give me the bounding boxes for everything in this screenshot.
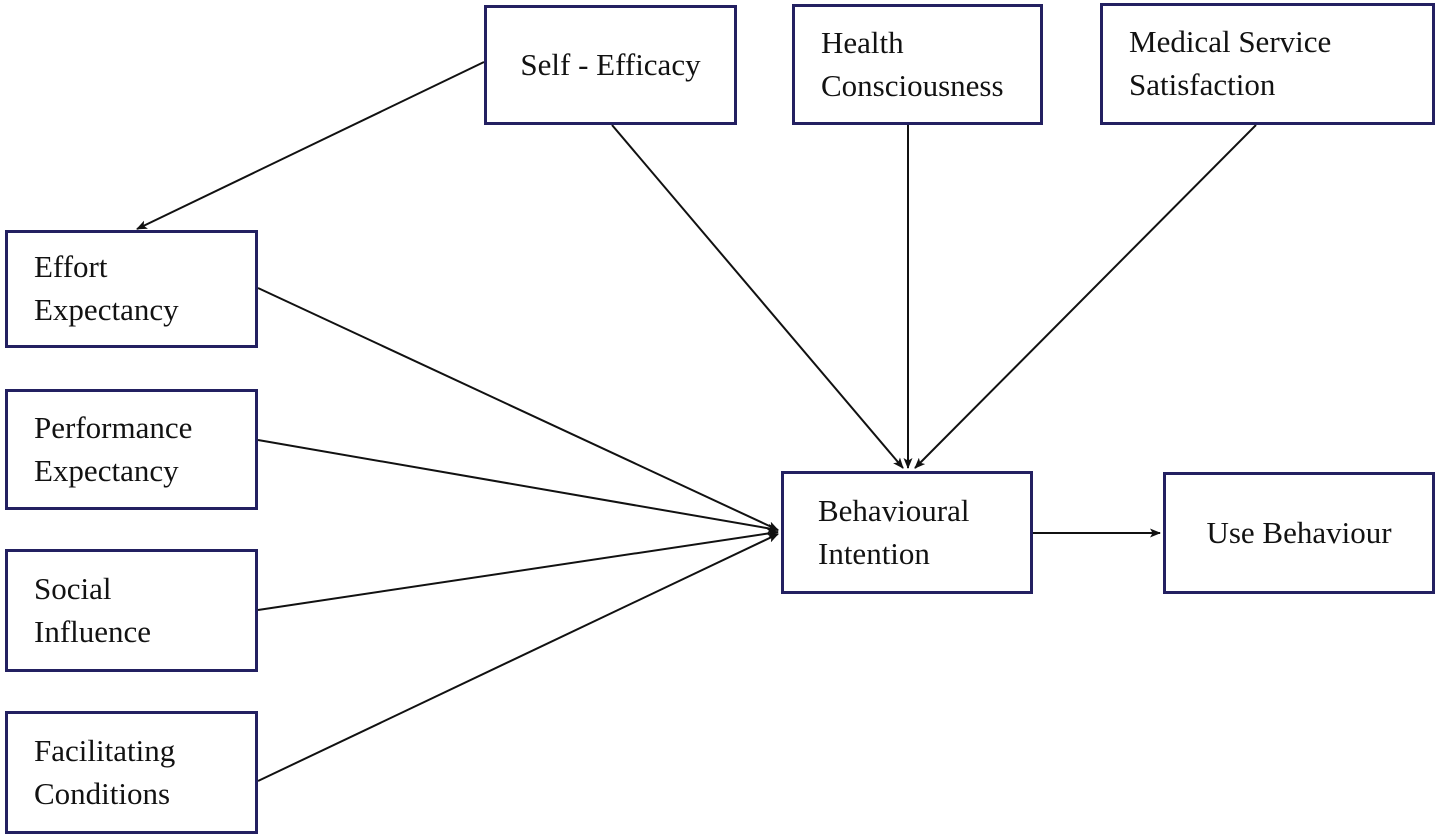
edge-social-influence-to-behavioural-intention: [257, 529, 779, 611]
node-facilitating-conditions[interactable]: Facilitating Conditions: [5, 711, 258, 834]
edge-self-efficacy-to-effort-expectancy: [136, 61, 485, 230]
node-behavioural-intention[interactable]: Behavioural Intention: [781, 471, 1033, 594]
node-label-use-behaviour: Use Behaviour: [1206, 514, 1392, 550]
node-performance-expectancy[interactable]: Performance Expectancy: [5, 389, 258, 510]
node-effort-expectancy[interactable]: Effort Expectancy: [5, 230, 258, 348]
node-label-medical-service-satisfaction: Medical Service Satisfaction: [1129, 24, 1332, 102]
node-health-consciousness[interactable]: Health Consciousness: [792, 4, 1043, 125]
node-self-efficacy[interactable]: Self - Efficacy: [484, 5, 737, 125]
node-label-social-influence: Social Influence: [34, 570, 152, 649]
node-label-performance-expectancy: Performance Expectancy: [34, 409, 193, 488]
node-label-self-efficacy: Self - Efficacy: [520, 46, 701, 82]
node-use-behaviour[interactable]: Use Behaviour: [1163, 472, 1435, 594]
node-label-effort-expectancy: Effort Expectancy: [34, 249, 179, 327]
node-medical-service-satisfaction[interactable]: Medical Service Satisfaction: [1100, 3, 1435, 125]
edge-performance-expectancy-to-behavioural-intention: [257, 439, 779, 533]
edge-effort-expectancy-to-behavioural-intention: [257, 287, 779, 531]
node-label-facilitating-conditions: Facilitating Conditions: [34, 732, 176, 811]
node-label-health-consciousness: Health Consciousness: [821, 24, 1004, 103]
node-label-behavioural-intention: Behavioural Intention: [818, 492, 970, 571]
edge-facilitating-conditions-to-behavioural-intention: [257, 533, 779, 782]
edge-medical-service-satisfaction-to-behavioural-intention: [914, 124, 1257, 469]
node-social-influence[interactable]: Social Influence: [5, 549, 258, 672]
edge-self-efficacy-to-behavioural-intention: [611, 124, 904, 469]
